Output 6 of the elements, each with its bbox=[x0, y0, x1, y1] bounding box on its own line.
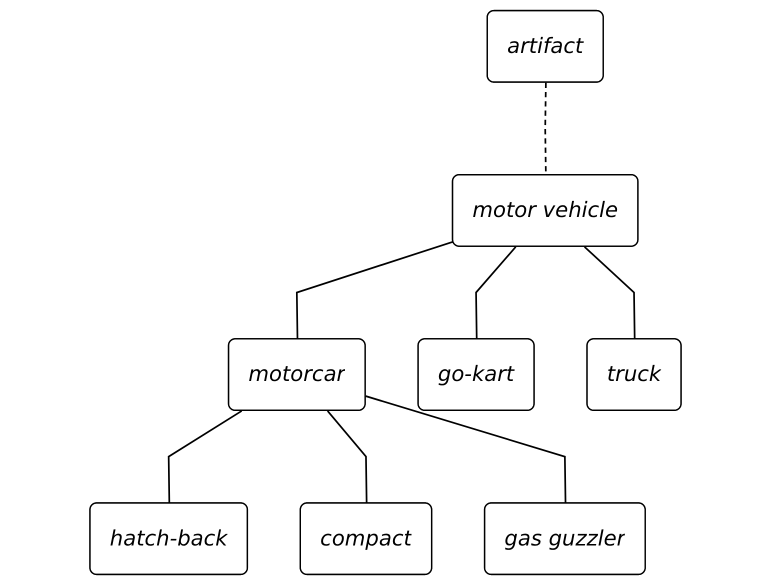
connector bbox=[296, 240, 454, 340]
connector bbox=[168, 410, 242, 504]
connector bbox=[366, 395, 566, 504]
connector bbox=[584, 246, 636, 340]
connector bbox=[326, 410, 368, 504]
connector bbox=[475, 246, 516, 340]
